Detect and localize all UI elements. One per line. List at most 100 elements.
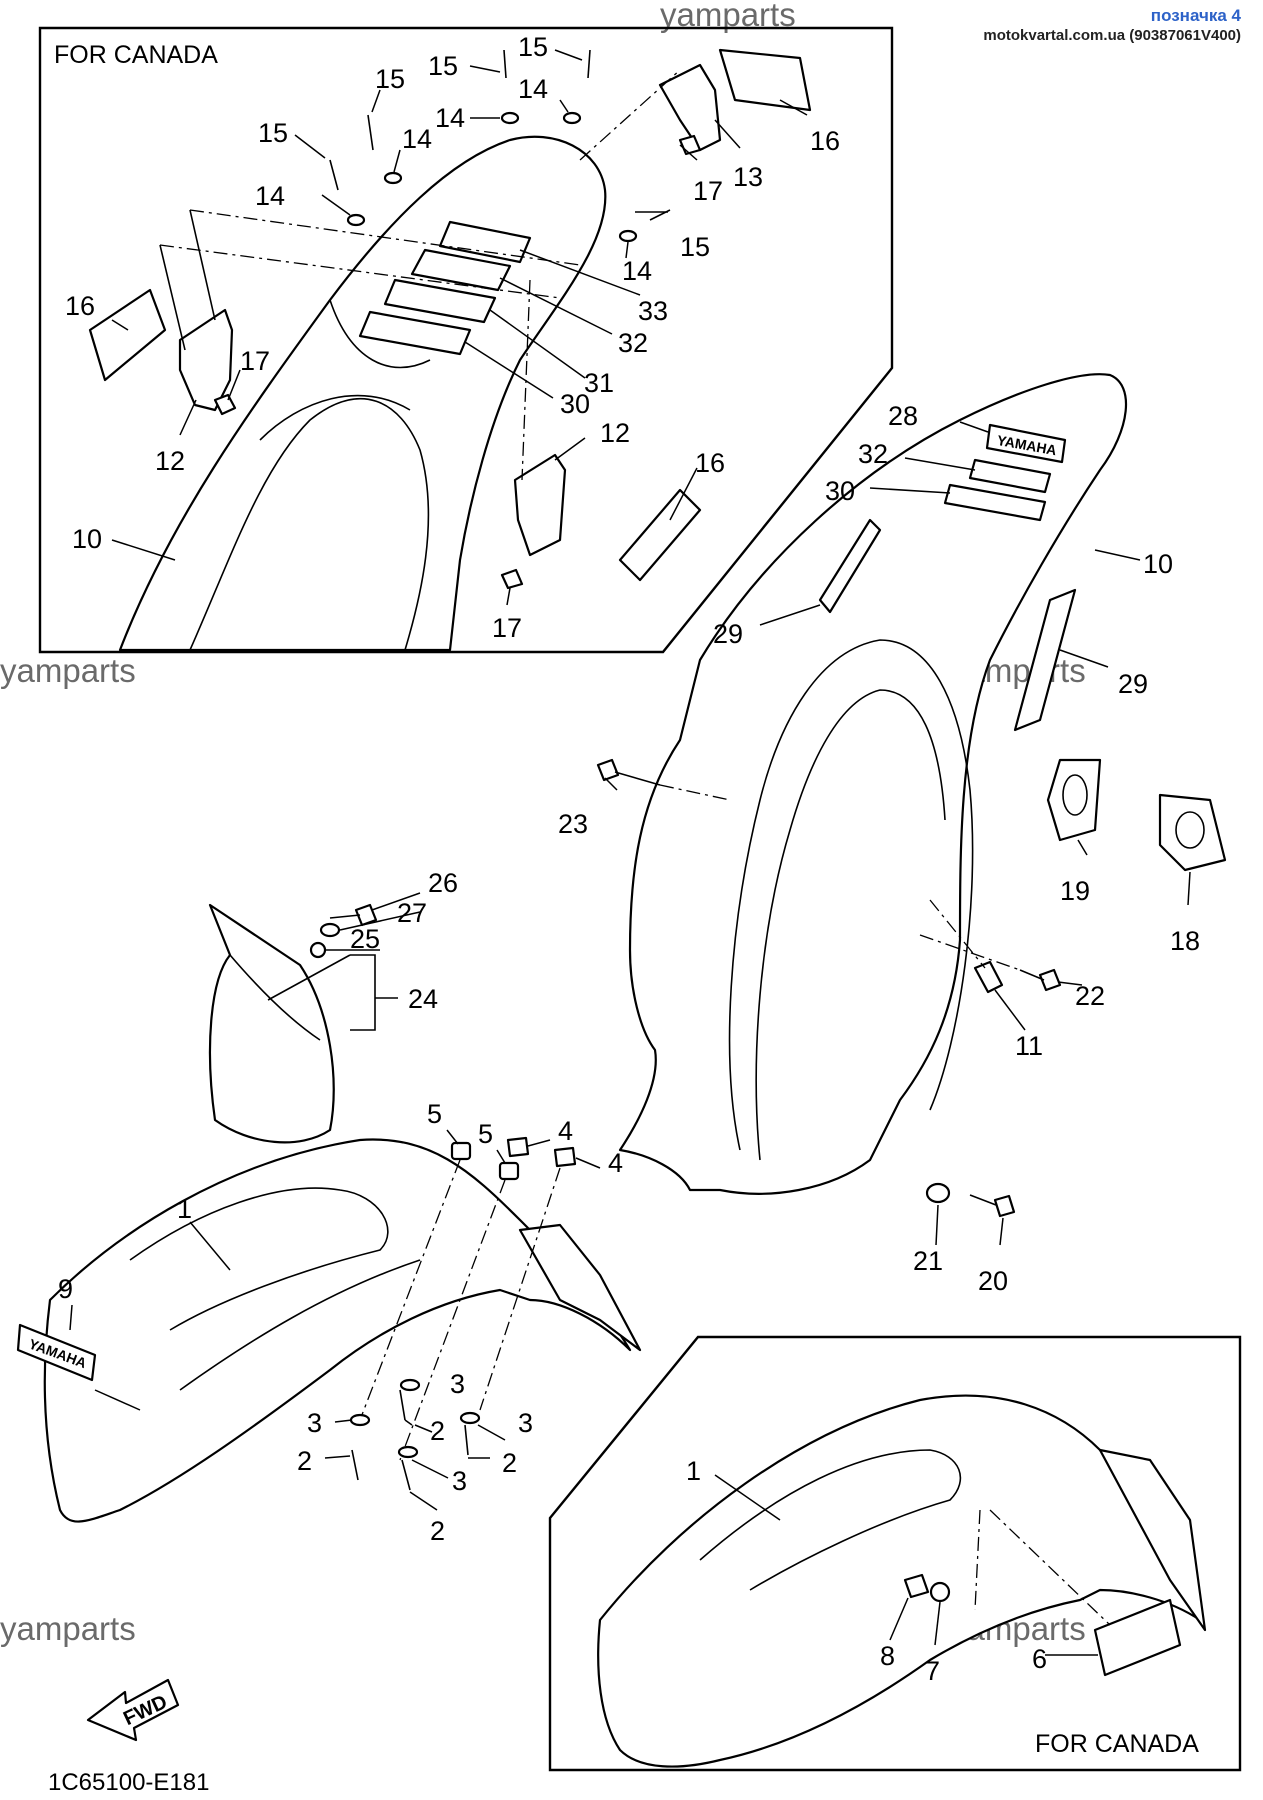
- plate-18: [1158, 793, 1227, 872]
- callout-7: 7: [925, 1656, 940, 1686]
- callout-21: 21: [913, 1246, 943, 1276]
- callout-2: 2: [430, 1516, 445, 1546]
- washer-3d: [397, 1445, 419, 1459]
- mud-flap-24: [208, 903, 335, 1144]
- callout-12: 12: [600, 418, 630, 448]
- bracket-12-right: [513, 453, 567, 557]
- callout-20: 20: [978, 1266, 1008, 1296]
- fwd-arrow: FWD: [86, 1678, 180, 1742]
- nut-17-left: [213, 393, 237, 416]
- washer-3a: [399, 1378, 421, 1392]
- callout-16: 16: [695, 448, 725, 478]
- decal-31: [383, 278, 497, 324]
- decal-29-left: [818, 518, 882, 614]
- callout-15: 15: [518, 32, 548, 62]
- decal-33: [438, 220, 532, 264]
- bracket-13: [658, 63, 722, 152]
- collar-5a: [450, 1141, 472, 1161]
- callout-12: 12: [155, 446, 185, 476]
- front-fender-1: [43, 1138, 632, 1523]
- callout-numbers: 15 15 15 15 15 14 14 14 14 14 16 16 16 1…: [58, 32, 1200, 1686]
- collar-5b: [498, 1161, 520, 1181]
- callout-14: 14: [518, 74, 548, 104]
- callout-15: 15: [680, 232, 710, 262]
- front-fender-rear-tip: [518, 1223, 642, 1352]
- reflector-16-right: [618, 488, 702, 582]
- callout-8: 8: [880, 1641, 895, 1671]
- bolt-20: [969, 1194, 1016, 1218]
- callout-3: 3: [450, 1369, 465, 1399]
- reflector-16-left: [88, 288, 167, 382]
- callout-17: 17: [693, 176, 723, 206]
- washer-27: [319, 922, 341, 938]
- callout-30: 30: [560, 389, 590, 419]
- callout-10: 10: [1143, 549, 1173, 579]
- bolt-22: [1019, 968, 1062, 992]
- callout-16: 16: [65, 291, 95, 321]
- bolt-23: [596, 758, 661, 786]
- diagram-code: 1C65100-E181: [48, 1769, 209, 1796]
- mud-flap-assembly: [208, 903, 378, 1144]
- canada-front-box-frame: [548, 1335, 1242, 1772]
- decal-30: [358, 310, 472, 356]
- callout-11: 11: [1015, 1031, 1043, 1061]
- rear-fender-assembly: YAMAHA: [596, 373, 1227, 1218]
- callout-10: 10: [72, 524, 102, 554]
- bracket-12-left: [178, 308, 234, 412]
- callout-15: 15: [428, 51, 458, 81]
- callout-1: 1: [177, 1194, 192, 1224]
- bolt-26: [329, 903, 378, 927]
- callout-18: 18: [1170, 926, 1200, 956]
- callout-5: 5: [427, 1099, 442, 1129]
- front-fender-assembly: YAMAHA: [16, 1136, 642, 1523]
- callout-30: 30: [825, 476, 855, 506]
- callout-22: 22: [1075, 981, 1105, 1011]
- callout-32: 32: [618, 328, 648, 358]
- callout-1: 1: [686, 1456, 701, 1486]
- leader-lines: [69, 49, 1191, 1656]
- callout-3: 3: [307, 1408, 322, 1438]
- callout-14: 14: [255, 181, 285, 211]
- callout-4: 4: [608, 1148, 623, 1178]
- canada-rear-box: FOR CANADA: [38, 26, 894, 654]
- nut-11: [973, 960, 1004, 994]
- rear-fender-10: [618, 373, 1128, 1195]
- callout-2: 2: [430, 1416, 445, 1446]
- callout-5: 5: [478, 1119, 493, 1149]
- header-source-link[interactable]: позначка 4 motokvartal.com.ua (90387061V…: [983, 6, 1241, 46]
- callout-33: 33: [638, 296, 668, 326]
- callout-32: 32: [858, 439, 888, 469]
- decal-29-right: [1013, 588, 1077, 732]
- decal-28-yamaha: YAMAHA: [985, 423, 1067, 464]
- callout-29: 29: [1118, 669, 1148, 699]
- callout-2: 2: [297, 1446, 312, 1476]
- nut-17-right: [500, 568, 524, 590]
- watermark-bottom-left: yamparts: [0, 1610, 136, 1647]
- callout-4: 4: [558, 1116, 573, 1146]
- decal-32-main: [968, 458, 1052, 494]
- callout-29: 29: [713, 619, 743, 649]
- plate-19: [1046, 758, 1102, 842]
- washer-3c: [459, 1411, 481, 1425]
- washer-3b: [349, 1413, 371, 1427]
- header-link-label[interactable]: позначка 4: [1150, 6, 1241, 25]
- callout-3: 3: [452, 1466, 467, 1496]
- washer-7: [929, 1581, 951, 1603]
- callout-17: 17: [240, 346, 270, 376]
- callout-14: 14: [622, 256, 652, 286]
- header-site-text: motokvartal.com.ua (90387061V400): [983, 27, 1241, 44]
- decal-32: [410, 248, 512, 292]
- callout-9: 9: [58, 1274, 73, 1304]
- callout-28: 28: [888, 401, 918, 431]
- reflector-16-top: [718, 48, 812, 112]
- callout-27: 27: [397, 898, 427, 928]
- canada-front-box: FOR CANADA: [548, 1335, 1242, 1772]
- callout-13: 13: [733, 162, 763, 192]
- callout-26: 26: [428, 868, 458, 898]
- collar-21: [925, 1182, 951, 1204]
- callout-14: 14: [402, 124, 432, 154]
- callout-16: 16: [810, 126, 840, 156]
- canada-rear-box-title: FOR CANADA: [54, 41, 218, 69]
- front-fender-canada-drawing: [597, 1394, 1202, 1768]
